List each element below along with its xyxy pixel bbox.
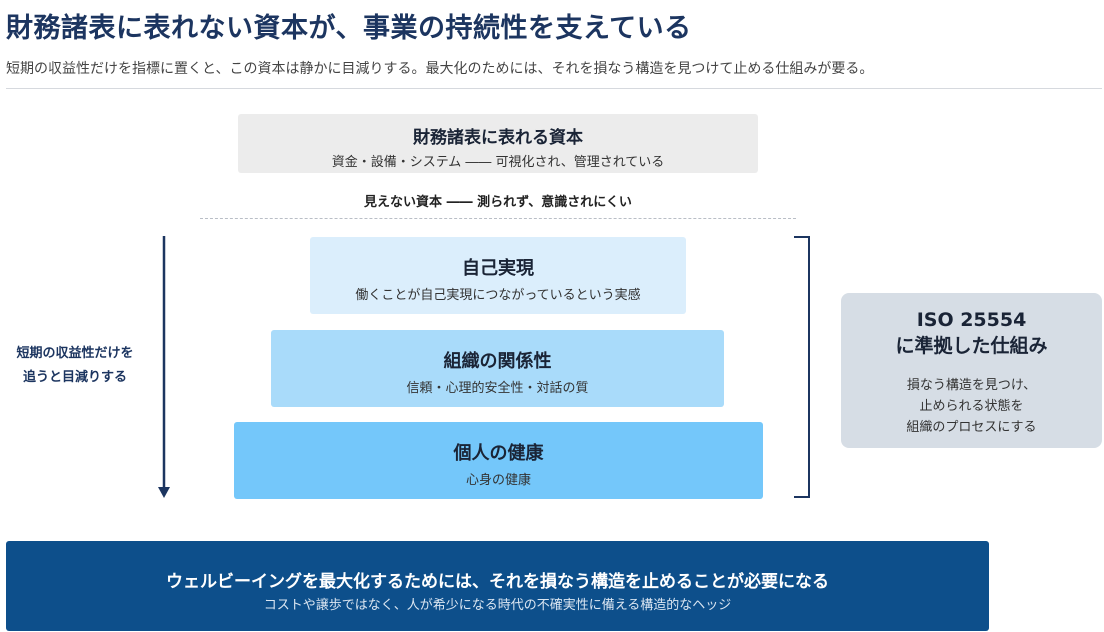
side-note-line: 短期の収益性だけを [16, 346, 134, 361]
layer-description: 信頼・心理的安全性・対話の質 [406, 381, 589, 396]
iso-title-line1: ISO 25554 [916, 309, 1027, 331]
iso-title-line2: に準拠した仕組み [895, 335, 1048, 357]
iso-body-line2: 止められる状態を [919, 399, 1024, 414]
banner-title: ウェルビーイングを最大化するためには、それを損なう構造を止めることが必要になる [166, 572, 829, 592]
layer-title: 自己実現 [462, 258, 534, 279]
visible-capital-title: 財務諸表に表れる資本 [413, 128, 583, 148]
side-note-line: 追うと目減りする [22, 370, 127, 385]
side-note: 短期の収益性だけを 追うと目減りする [0, 342, 150, 390]
iso-body-line3: 組織のプロセスにする [906, 420, 1037, 435]
iso-body-line1: 損なう構造を見つけ、 [906, 378, 1037, 393]
layer-description: 心身の健康 [465, 473, 531, 488]
layer-description: 働くことが自己実現につながっているという実感 [355, 288, 641, 303]
right-bracket-icon [794, 236, 810, 498]
visible-capital-box: 財務諸表に表れる資本 資金・設備・システム ―― 可視化され、管理されている [238, 114, 758, 173]
layer-title: 組織の関係性 [443, 351, 552, 372]
invisible-capital-label: 見えない資本 ―― 測られず、意識されにくい [364, 195, 632, 210]
layer-organizational-relationships: 組織の関係性 信頼・心理的安全性・対話の質 [271, 330, 724, 407]
layer-title: 個人の健康 [453, 443, 544, 464]
page-subtitle: 短期の収益性だけを指標に置くと、この資本は静かに目減りする。最大化のためには、そ… [6, 61, 874, 77]
layer-personal-health: 個人の健康 心身の健康 [234, 422, 763, 499]
header-divider [6, 88, 1102, 89]
conclusion-banner: ウェルビーイングを最大化するためには、それを損なう構造を止めることが必要になる … [6, 541, 989, 631]
dashed-divider [200, 218, 796, 219]
visible-capital-description: 資金・設備・システム ―― 可視化され、管理されている [331, 155, 665, 170]
page-title: 財務諸表に表れない資本が、事業の持続性を支えている [6, 13, 692, 44]
iso-box: ISO 25554 に準拠した仕組み 損なう構造を見つけ、 止められる状態を 組… [841, 293, 1102, 448]
banner-subtitle: コストや譲歩ではなく、人が希少になる時代の不確実性に備える構造的なヘッジ [263, 598, 732, 613]
layer-self-actualization: 自己実現 働くことが自己実現につながっているという実感 [310, 237, 686, 314]
down-arrow-icon [158, 236, 170, 498]
